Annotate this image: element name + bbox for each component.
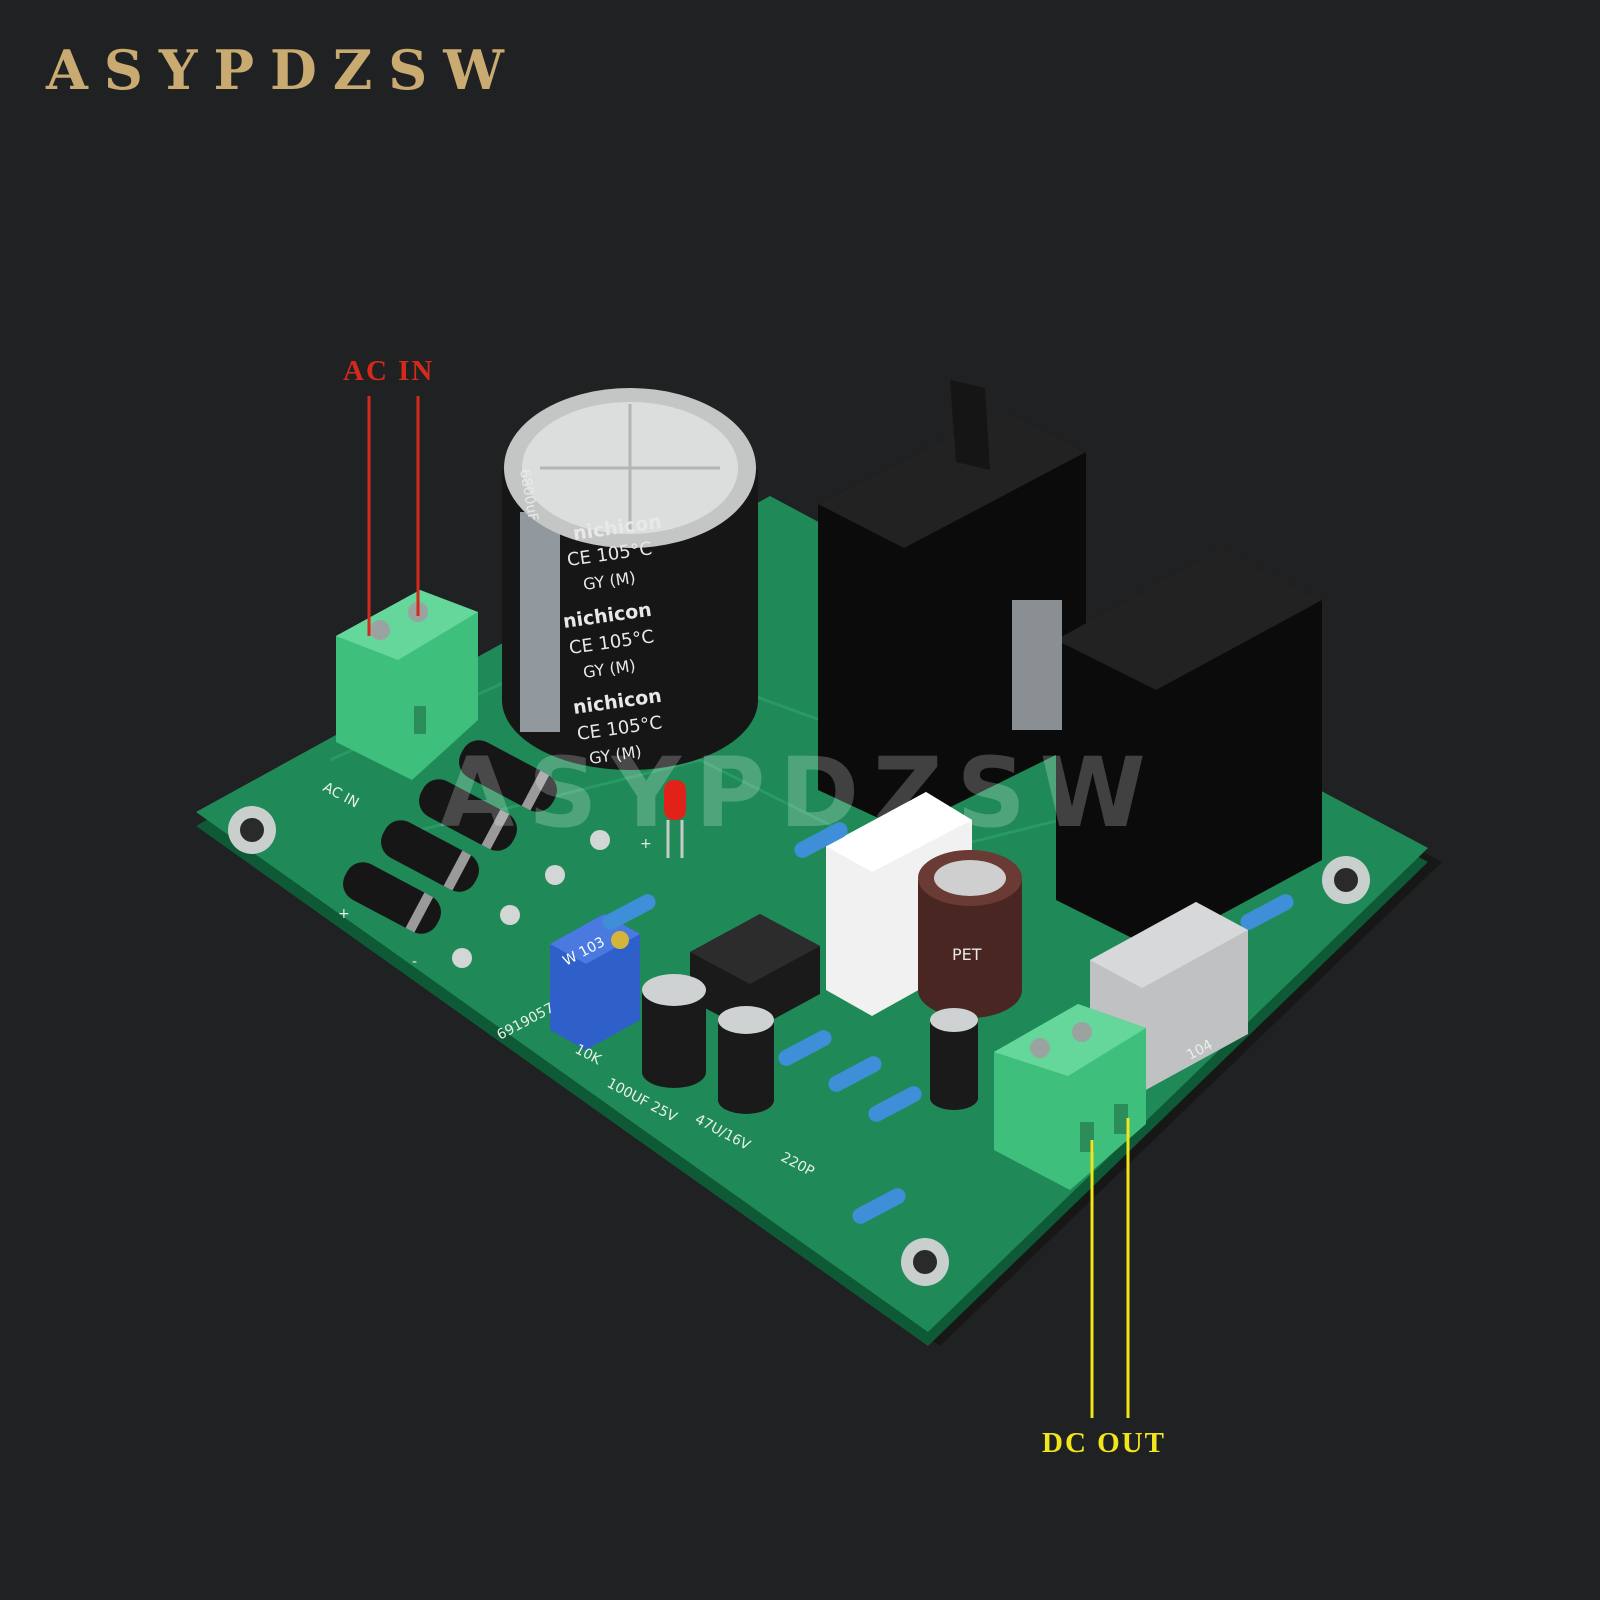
ic-chip	[690, 914, 820, 1032]
small-capacitor	[642, 974, 706, 1088]
pet-capacitor	[918, 850, 1022, 1018]
diode	[381, 820, 479, 892]
led	[664, 780, 686, 858]
ac-in-label: AC IN	[343, 355, 435, 387]
ac-in-pointer	[367, 396, 420, 636]
silk-minus: -	[412, 954, 417, 970]
pet-label: PET	[952, 945, 982, 964]
dc-out-label: DC OUT	[1042, 1427, 1166, 1459]
resistor	[778, 1030, 832, 1066]
pcb-trace	[419, 758, 1181, 862]
dc-out-terminal	[994, 1004, 1146, 1190]
resistor	[1240, 894, 1294, 930]
small-capacitor	[930, 1008, 978, 1110]
silk-plus: +	[640, 836, 652, 852]
resistor	[828, 1056, 882, 1092]
mounting-holes	[228, 806, 1370, 1286]
resistors	[602, 822, 1294, 1224]
resistor	[852, 1188, 906, 1224]
rectifier-diodes	[343, 740, 610, 968]
brand-logo: ASYPDZSW	[46, 38, 520, 102]
resistor	[868, 1086, 922, 1122]
diode	[459, 740, 557, 812]
diode	[419, 779, 517, 851]
watermark: ASYPDZSW	[440, 737, 1160, 849]
main-capacitor	[502, 388, 758, 770]
voltage-regulator	[1012, 600, 1062, 730]
heatsink	[1012, 548, 1322, 950]
resistor	[602, 894, 656, 930]
resistor	[794, 822, 848, 858]
small-capacitor	[718, 1006, 774, 1114]
ac-in-terminal	[336, 590, 478, 780]
dc-out-pointer	[1090, 1118, 1130, 1418]
silk-plus: +	[338, 906, 350, 922]
diode	[343, 862, 441, 934]
